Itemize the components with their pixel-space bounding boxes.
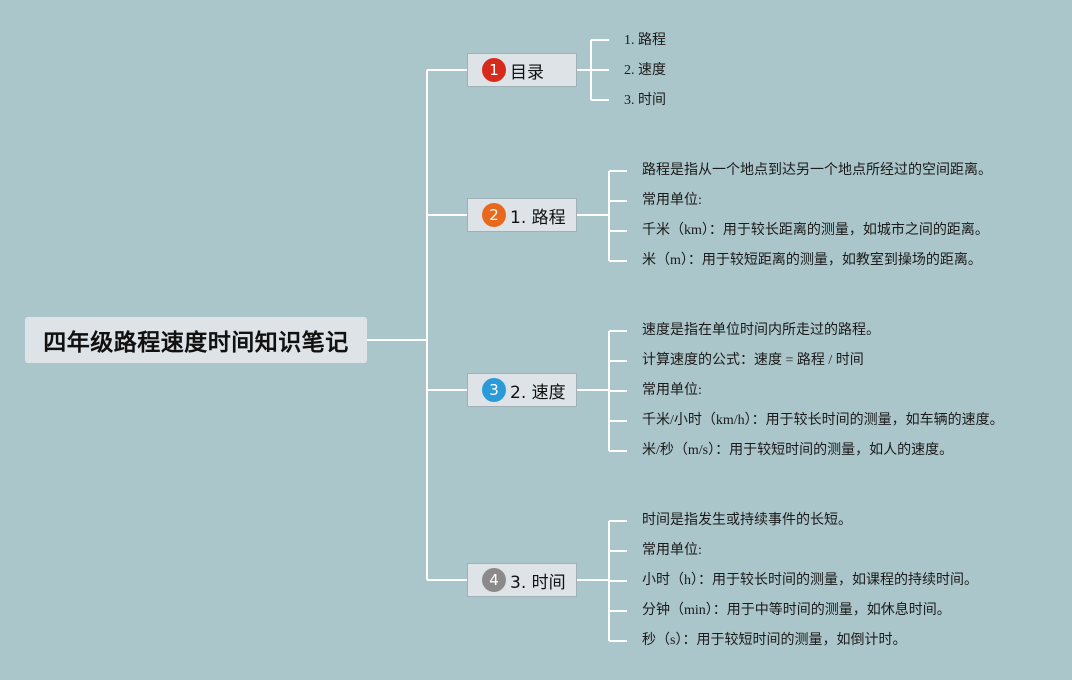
leaf-item[interactable]: 常用单位: <box>642 193 702 208</box>
leaf-item[interactable]: 3. 时间 <box>624 93 666 108</box>
leaf-item[interactable]: 2. 速度 <box>624 63 666 78</box>
branch-label: 1. 路程 <box>510 207 566 228</box>
leaf-item[interactable]: 速度是指在单位时间内所走过的路程。 <box>642 323 880 338</box>
branch-label: 3. 时间 <box>510 572 566 593</box>
leaf-item[interactable]: 米（m）：用于较短距离的测量，如教室到操场的距离。 <box>642 253 982 268</box>
root-topic[interactable]: 四年级路程速度时间知识笔记 <box>25 317 367 363</box>
badge-1-icon: 1 <box>482 58 506 82</box>
leaf-item[interactable]: 千米/小时（km/h）：用于较长时间的测量，如车辆的速度。 <box>642 413 1004 428</box>
leaf-item[interactable]: 1. 路程 <box>624 33 666 48</box>
leaf-item[interactable]: 时间是指发生或持续事件的长短。 <box>642 513 852 528</box>
branch-speed[interactable]: 3 2. 速度 <box>467 373 577 407</box>
leaf-item[interactable]: 千米（km）：用于较长距离的测量，如城市之间的距离。 <box>642 223 989 238</box>
badge-2-icon: 2 <box>482 203 506 227</box>
branch-label: 2. 速度 <box>510 382 566 403</box>
leaf-item[interactable]: 常用单位: <box>642 383 702 398</box>
branch-time[interactable]: 4 3. 时间 <box>467 563 577 597</box>
leaf-item[interactable]: 米/秒（m/s）：用于较短时间的测量，如人的速度。 <box>642 443 954 458</box>
branch-distance[interactable]: 2 1. 路程 <box>467 198 577 232</box>
root-title: 四年级路程速度时间知识笔记 <box>43 330 349 356</box>
leaf-item[interactable]: 秒（s）：用于较短时间的测量，如倒计时。 <box>642 633 907 648</box>
branch-label: 目录 <box>510 62 544 83</box>
badge-4-icon: 4 <box>482 568 506 592</box>
leaf-item[interactable]: 分钟（min）：用于中等时间的测量，如休息时间。 <box>642 603 951 618</box>
leaf-item[interactable]: 路程是指从一个地点到达另一个地点所经过的空间距离。 <box>642 163 992 178</box>
badge-3-icon: 3 <box>482 378 506 402</box>
branch-contents[interactable]: 1 目录 <box>467 53 577 87</box>
leaf-item[interactable]: 小时（h）：用于较长时间的测量，如课程的持续时间。 <box>642 573 978 588</box>
leaf-item[interactable]: 常用单位: <box>642 543 702 558</box>
leaf-item[interactable]: 计算速度的公式：速度 = 路程 / 时间 <box>642 353 864 368</box>
